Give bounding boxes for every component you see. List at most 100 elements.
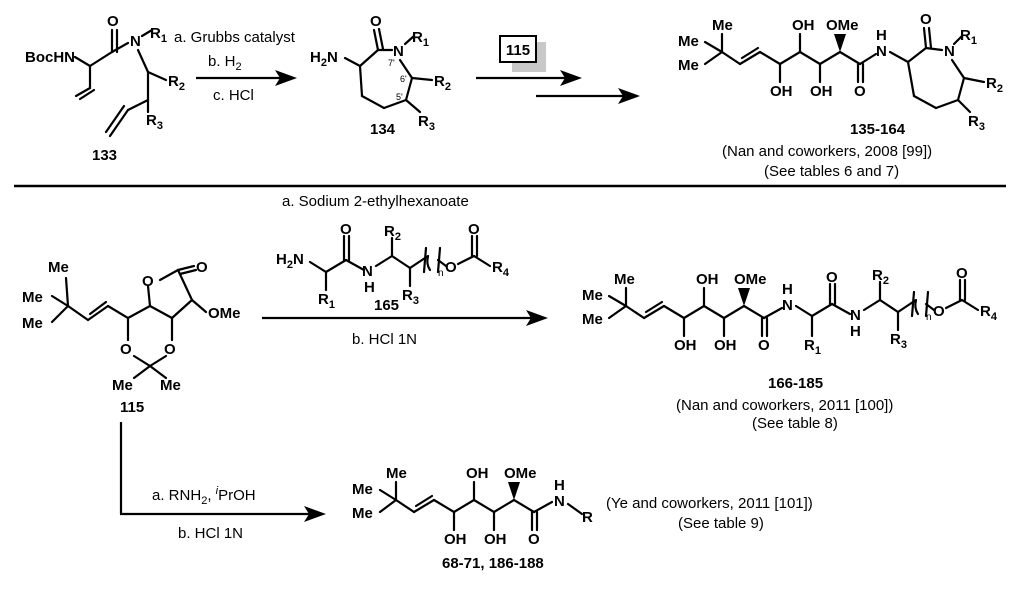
condition-hcl-1n-2: b. HCl 1N <box>178 525 243 542</box>
oh-label-1: OH <box>674 337 697 354</box>
me-label-1: Me <box>386 465 407 482</box>
amide-o-label: O <box>528 531 540 548</box>
me-label-3: Me <box>582 311 603 328</box>
citation-2011-nan: (Nan and coworkers, 2011 [100]) <box>676 397 893 414</box>
condition-c-hcl: c. HCl <box>213 87 254 104</box>
product-68-71: Me Me Me OH OH OH OMe O H N R 68-71, 186… <box>352 465 813 572</box>
r3-label: R3 <box>890 331 907 351</box>
amide-n-label: N <box>554 493 565 510</box>
compound-134: H2N O N R1 R2 R3 7' 6' 5' 134 <box>310 13 451 138</box>
ester-o-label: O <box>445 259 457 276</box>
condition-hcl-1n: b. HCl 1N <box>352 331 417 348</box>
amide-o-label-1: O <box>758 337 770 354</box>
amide-o-label-2: O <box>826 269 838 286</box>
r2-label: R2 <box>168 73 185 93</box>
amide-h-label: H <box>876 27 887 44</box>
me-label-4: Me <box>112 377 133 394</box>
ester-carbonyl-o-label: O <box>468 221 480 238</box>
arrow-4-head <box>304 506 326 522</box>
carbonyl-o-label: O <box>107 13 119 30</box>
r3-label: R3 <box>968 113 985 133</box>
h2n-label: H2N <box>310 49 338 69</box>
oh-label-2: OH <box>696 271 719 288</box>
conditions-1: a. Grubbs catalyst b. H2 c. HCl <box>174 29 297 104</box>
condition-a-grubbs: a. Grubbs catalyst <box>174 29 296 46</box>
r3-label: R3 <box>418 113 435 133</box>
oh-label-3: OH <box>484 531 507 548</box>
r2-label: R2 <box>434 73 451 93</box>
arrow-2b-head <box>618 88 640 104</box>
amide-n-label-1: N <box>782 297 793 314</box>
r1-label: R1 <box>318 291 335 311</box>
oh-label-3: OH <box>714 337 737 354</box>
lactam-n-label: N <box>393 43 404 60</box>
pos-7-label: 7' <box>388 58 395 68</box>
product-166-label: 166-185 <box>768 375 823 392</box>
condition-rnh2-iproh: a. RNH2, iPrOH <box>152 485 256 507</box>
amide-n-label-2: N <box>850 307 861 324</box>
amide-h-label-2: H <box>850 323 861 340</box>
ome-label: OMe <box>826 17 859 34</box>
r2-label: R2 <box>872 267 889 287</box>
note-table-8: (See table 8) <box>752 415 838 432</box>
r2-label: R2 <box>986 75 1003 95</box>
amide-h-label: H <box>364 279 375 296</box>
compound-133-label: 133 <box>92 147 117 164</box>
r3-label: R3 <box>146 112 163 132</box>
oh-label-3: OH <box>810 83 833 100</box>
me-label-5: Me <box>160 377 181 394</box>
r2-label: R2 <box>384 223 401 243</box>
oh-label-1: OH <box>770 83 793 100</box>
me-label-2: Me <box>582 287 603 304</box>
r4-label: R4 <box>492 259 510 279</box>
ester-o-label: O <box>933 303 945 320</box>
arrow-3-head <box>526 310 548 326</box>
oh-label-2: OH <box>466 465 489 482</box>
me-label-3: Me <box>352 505 373 522</box>
arrow-2a-head <box>560 70 582 86</box>
me-label-3: Me <box>22 315 43 332</box>
repeat-n-label: n <box>438 268 444 279</box>
reagent-box-label: 115 <box>506 42 530 59</box>
pos-6-label: 6' <box>400 74 407 84</box>
me-label-3: Me <box>678 57 699 74</box>
me-label-2: Me <box>352 481 373 498</box>
oh-label-2: OH <box>792 17 815 34</box>
lactone-o-label: O <box>142 273 154 290</box>
me-label-2: Me <box>22 289 43 306</box>
compound-134-label: 134 <box>370 121 396 138</box>
ome-wedge <box>508 482 520 500</box>
r1-label: R1 <box>960 27 977 47</box>
ome-wedge <box>738 288 750 306</box>
product-166-185: Me Me Me OH OH OH OMe O H N R1 O <box>582 265 998 432</box>
product-68-label: 68-71, 186-188 <box>442 555 544 572</box>
arrow-1-head <box>275 70 297 86</box>
me-label-1: Me <box>712 17 733 34</box>
amide-n-label: N <box>130 33 141 50</box>
r1-label: R1 <box>804 337 821 357</box>
compound-165: H2N R1 O N H R2 R3 n O O R4 165 <box>276 221 510 314</box>
ome-wedge <box>834 34 846 52</box>
r1-label: R1 <box>150 25 167 45</box>
reagent-box <box>499 35 537 63</box>
r-label: R <box>582 509 593 526</box>
repeat-n-label: n <box>926 312 932 323</box>
product-135-label: 135-164 <box>850 121 906 138</box>
amide-h-label-1: H <box>782 281 793 298</box>
ome-label: OMe <box>504 465 537 482</box>
r1-label: R1 <box>412 29 429 49</box>
ome-label: OMe <box>208 305 241 322</box>
me-label-1: Me <box>614 271 635 288</box>
me-label-1: Me <box>48 259 69 276</box>
oh-label-1: OH <box>444 531 467 548</box>
compound-115-label: 115 <box>120 399 144 416</box>
note-tables-6-7: (See tables 6 and 7) <box>764 163 899 180</box>
amide-n-label: N <box>876 43 887 60</box>
lactone-carbonyl-o-label: O <box>196 259 208 276</box>
lactam-o-label: O <box>920 11 932 28</box>
product-135-164: Me Me Me OH OH OH OMe O H N O N <box>678 11 1003 180</box>
ring-o-label-2: O <box>164 341 176 358</box>
condition-sodium-ethylhexanoate: a. Sodium 2-ethylhexanoate <box>282 193 469 210</box>
pos-5-label: 5' <box>396 92 403 102</box>
